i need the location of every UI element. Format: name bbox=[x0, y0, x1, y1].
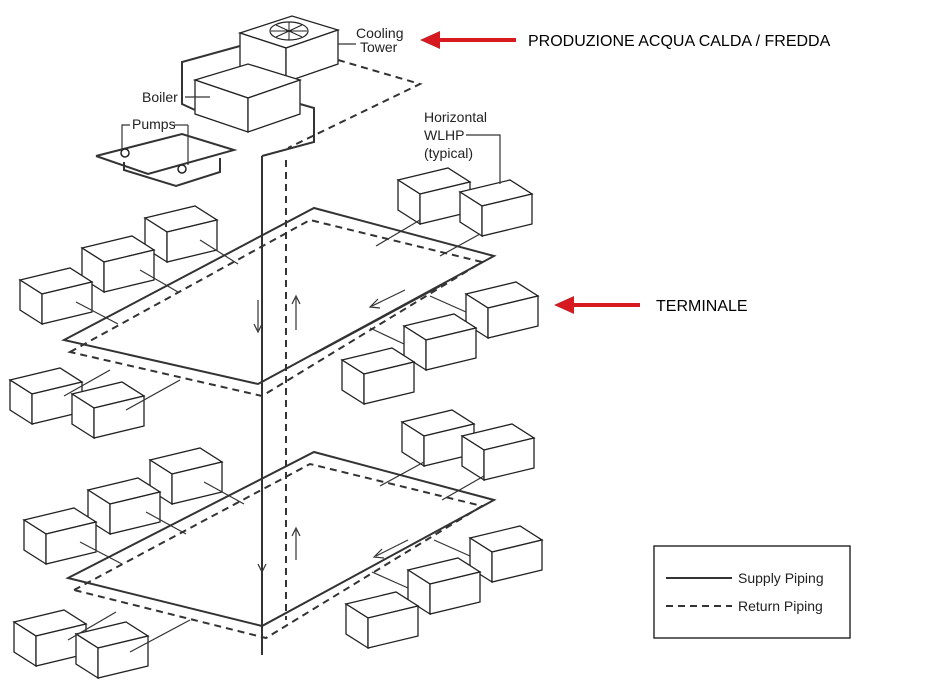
terminal-unit bbox=[469, 525, 543, 583]
terminal-unit bbox=[19, 267, 93, 325]
terminal-unit bbox=[345, 591, 419, 649]
pump-icon bbox=[177, 164, 187, 174]
terminal-unit bbox=[403, 313, 477, 371]
pumps bbox=[95, 132, 238, 188]
branch-piping bbox=[63, 219, 485, 653]
terminal-unit bbox=[397, 167, 471, 225]
terminal-unit bbox=[341, 347, 415, 405]
terminal-unit bbox=[144, 205, 218, 263]
red-arrow-icon bbox=[420, 31, 440, 49]
lower-floor-loop bbox=[65, 450, 497, 640]
legend: Supply Piping Return Piping bbox=[653, 545, 851, 639]
fan-icon bbox=[269, 21, 309, 41]
production-callout: PRODUZIONE ACQUA CALDA / FREDDA bbox=[420, 31, 831, 50]
terminal-unit bbox=[407, 557, 481, 615]
terminal-unit bbox=[465, 281, 539, 339]
terminal-unit bbox=[87, 477, 161, 535]
terminal-unit bbox=[71, 381, 145, 439]
pumps-label: Pumps bbox=[132, 116, 176, 132]
terminal-unit bbox=[13, 609, 87, 667]
terminal-unit bbox=[9, 367, 83, 425]
terminal-unit bbox=[459, 179, 533, 237]
upper-floor-loop bbox=[61, 206, 497, 398]
wlhp-label-2: WLHP bbox=[424, 127, 464, 143]
cooling-tower-label: Cooling bbox=[356, 25, 403, 41]
legend-supply-label: Supply Piping bbox=[738, 570, 824, 586]
wlhp-label: Horizontal bbox=[424, 109, 487, 125]
terminal-callout-text: TERMINALE bbox=[656, 298, 748, 315]
pump-icon bbox=[120, 148, 130, 158]
cooling-tower-label-2: Tower bbox=[360, 39, 398, 55]
terminal-units bbox=[9, 167, 543, 679]
legend-return-label: Return Piping bbox=[738, 598, 823, 614]
terminal-unit bbox=[23, 507, 97, 565]
wlhp-label-3: (typical) bbox=[424, 145, 473, 161]
terminal-callout: TERMINALE bbox=[554, 296, 748, 315]
terminal-unit bbox=[149, 447, 223, 505]
production-callout-text: PRODUZIONE ACQUA CALDA / FREDDA bbox=[528, 33, 831, 50]
terminal-unit bbox=[75, 621, 149, 679]
terminal-unit bbox=[81, 235, 155, 293]
boiler bbox=[192, 63, 303, 133]
red-arrow-icon bbox=[554, 296, 574, 314]
boiler-label: Boiler bbox=[142, 89, 178, 105]
flow-arrows bbox=[253, 289, 409, 574]
